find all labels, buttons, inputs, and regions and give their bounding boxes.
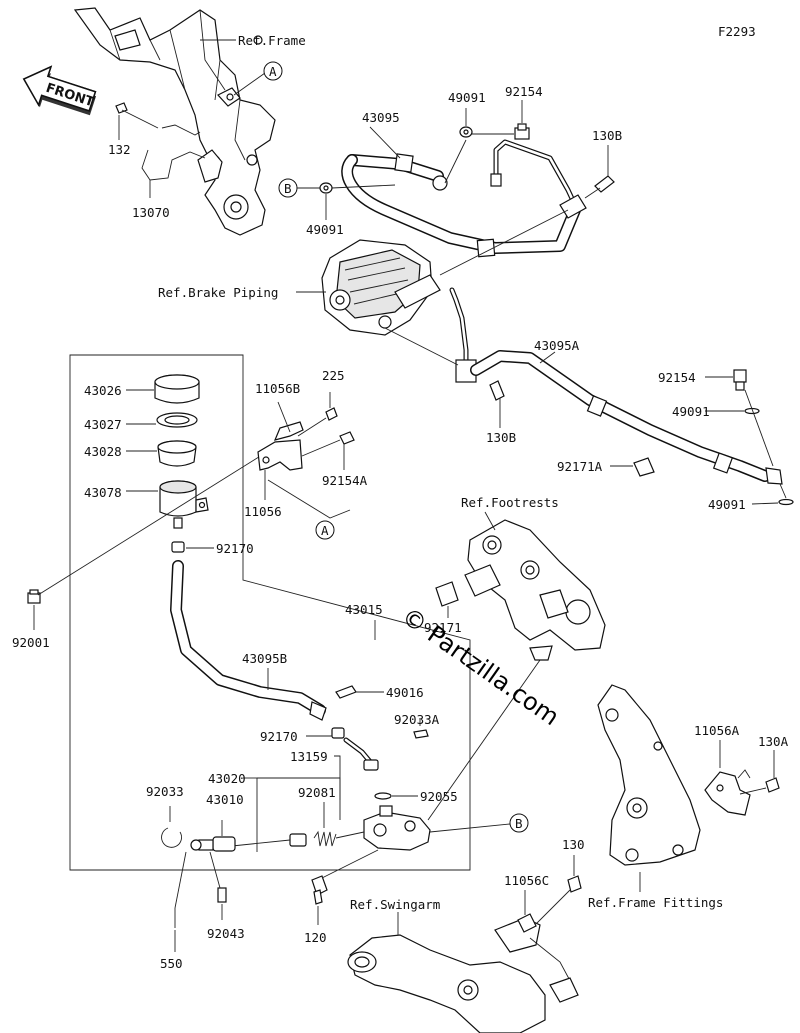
callout-b-left-letter: B [284,181,292,196]
washer-49091-right-bottom [778,498,794,506]
abs-hydraulic-unit [321,239,441,336]
callout-a-top [263,61,283,81]
part-11056B-label: 11056B [255,381,300,396]
part-49091-left-label: 49091 [306,222,344,237]
part-92154-top-label: 92154 [505,84,543,99]
part-11056-label: 11056 [244,504,282,519]
part-92033A-label: 92033A [394,712,440,727]
part-130B-top-label: 130B [592,128,622,143]
part-225-label: 225 [322,368,345,383]
part-130-bottom-label: 130 [562,837,585,852]
bolt-130-bottom [567,875,582,893]
part-49016 [335,685,357,699]
ref-frame-label: Ref.Frame [238,33,306,48]
bolt-120 [311,875,328,905]
part-92170-mid-label: 92170 [260,729,298,744]
part-92171-label: 92171 [424,620,462,635]
bolt-92154-top [514,123,530,140]
callout-b-right [509,813,529,833]
part-43078-label: 43078 [84,485,122,500]
part-132-label: 132 [108,142,131,157]
master-cylinder-body [363,805,431,851]
part-49016-label: 49016 [386,685,424,700]
figure-code: F2293 [718,24,756,39]
snapring-92033 [161,827,182,848]
bolt-132 [115,102,159,129]
bolt-92154A [339,431,355,445]
fitting-13159 [343,737,379,771]
part-92154-right-label: 92154 [658,370,696,385]
ref-frame-fittings-label: Ref.Frame Fittings [588,895,723,910]
bolt-130B-mid [489,380,505,401]
clip-92033A [413,729,429,739]
oring-92055 [374,792,392,800]
ref-footrests-label: Ref.Footrests [461,495,559,510]
part-49091-right2-label: 49091 [708,497,746,512]
part-92154A-label: 92154A [322,473,368,488]
frame-fittings-reference [597,684,701,866]
part-550-label: 550 [160,956,183,971]
part-92055-label: 92055 [420,789,458,804]
bracket-11056 [257,421,304,471]
part-11056C-label: 11056C [504,873,549,888]
assembly-43015-box [69,354,471,871]
banjo-49091-top [432,175,448,191]
hose-43095-fitting [394,153,414,173]
part-92081-label: 92081 [298,785,336,800]
bolt-130A [765,777,780,793]
part-13159-label: 13159 [290,749,328,764]
part-92170-top-label: 92170 [216,541,254,556]
pipe-fitting-top [490,173,502,187]
ref-brake-piping-label: Ref.Brake Piping [158,285,278,300]
bracket-11056C [517,913,537,933]
part-43095-label: 43095 [362,110,400,125]
front-arrow-indicator: FRONT [22,65,97,116]
pushrod-43010 [190,836,236,852]
spring-92081 [289,830,337,847]
callout-a-mid-letter: A [321,523,329,538]
part-43027-label: 43027 [84,417,122,432]
ref-swingarm-label: Ref.Swingarm [350,897,440,912]
part-43010-label: 43010 [206,792,244,807]
callout-b-right-letter: B [515,816,523,831]
part-43095B-label: 43095B [242,651,287,666]
bracket-11056A [704,769,751,816]
plate-43027 [156,412,198,428]
hose-43095A-banjo [765,467,783,485]
part-92033-label: 92033 [146,784,184,799]
part-120-label: 120 [304,930,327,945]
part-130B-mid-label: 130B [486,430,516,445]
part-49091-right1-label: 49091 [672,404,710,419]
clamp-92171A [633,457,655,477]
part-43015-label: 43015 [345,602,383,617]
bolt-92154-right [733,369,747,391]
callout-a-mid [315,520,335,540]
part-130A-label: 130A [758,734,789,749]
clamp-92170-top [171,541,185,553]
part-49091-top-label: 49091 [448,90,486,105]
pin-92043 [217,887,227,903]
part-43095A-label: 43095A [534,338,580,353]
hook-13070 [141,124,206,181]
screw-92001 [27,589,41,604]
part-92171A-label: 92171A [557,459,603,474]
part-43026-label: 43026 [84,383,122,398]
bolt-225 [325,407,338,421]
swingarm-reference [347,917,579,1033]
callout-a-top-letter: A [269,64,277,79]
reservoir-43078 [159,480,209,529]
part-13070-label: 13070 [132,205,170,220]
part-92043-label: 92043 [207,926,245,941]
part-92001-label: 92001 [12,635,50,650]
reservoir-cap-43026 [154,374,200,404]
clamp-92170-mid [331,727,345,739]
diaphragm-43028 [157,440,197,467]
clamp-92171 [435,581,459,607]
footrest-bracket-reference [464,519,606,661]
part-43020-label: 43020 [208,771,246,786]
part-11056A-label: 11056A [694,723,740,738]
frame-reference-drawing [73,7,276,236]
part-43028-label: 43028 [84,444,122,459]
